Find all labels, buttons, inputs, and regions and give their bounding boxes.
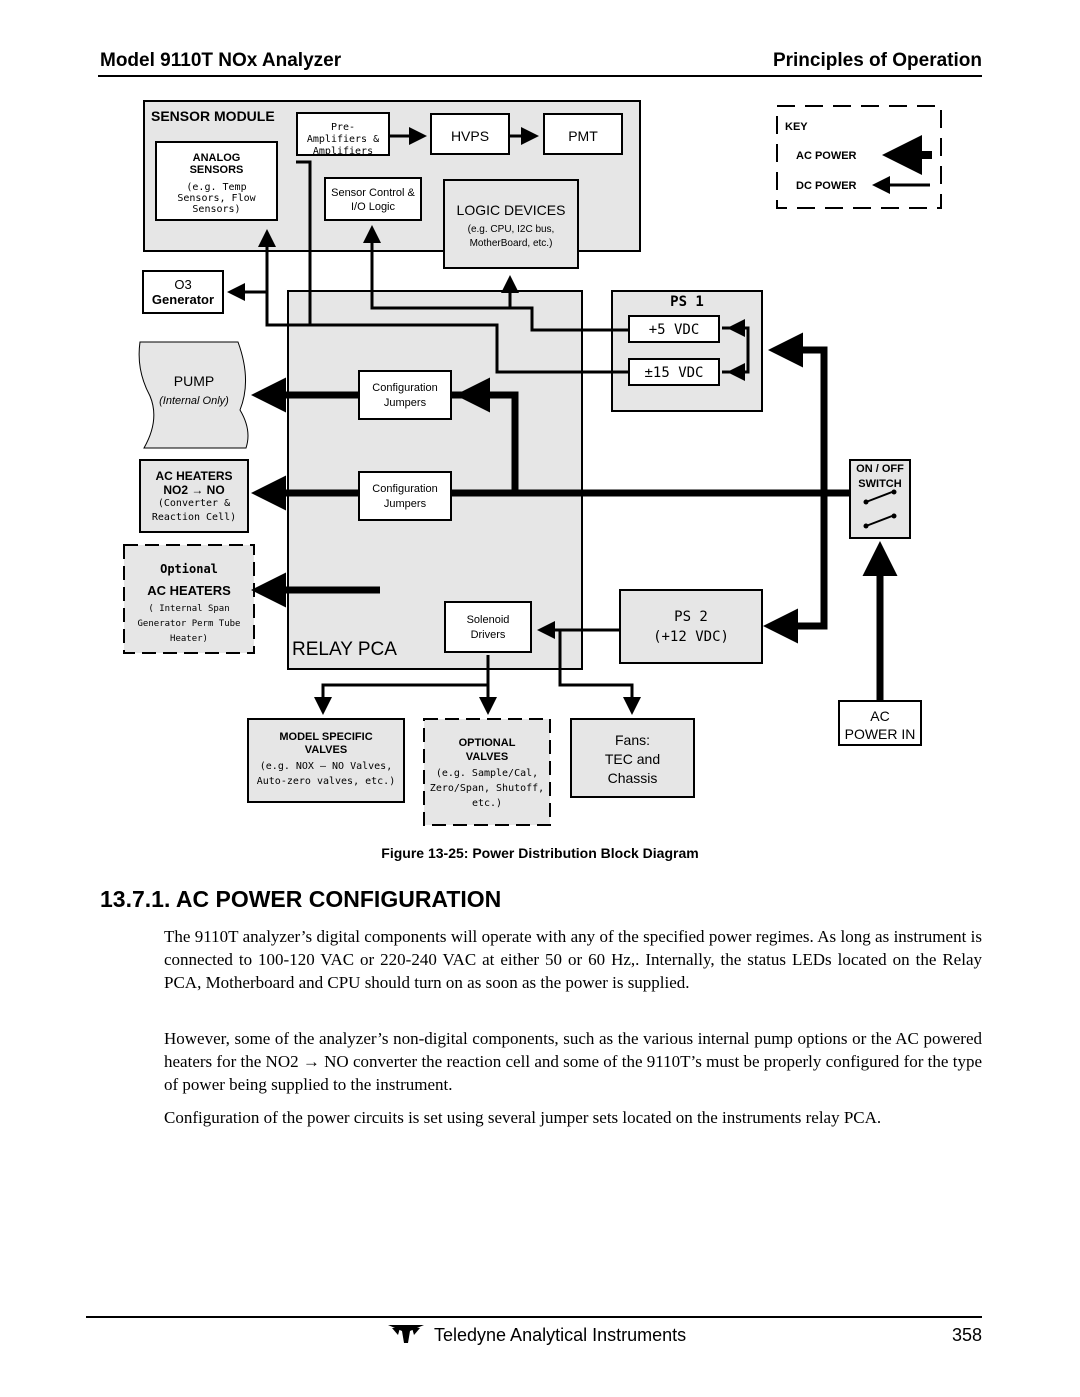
fans-text: Fans: TEC and Chassis — [571, 731, 694, 788]
generator-label: Generator — [151, 292, 215, 307]
document-title: Model 9110T NOx Analyzer — [100, 50, 342, 71]
logic-devices-note: (e.g. CPU, I2C bus, MotherBoard, etc.) — [467, 224, 555, 249]
section-heading: 13.7.1. AC POWER CONFIGURATION — [100, 886, 502, 912]
o3-label: O3 — [174, 277, 192, 292]
ps1-label: PS 1 — [670, 294, 704, 310]
fans-box — [570, 718, 695, 798]
ps2-label: PS 2 (+12 VDC) — [620, 607, 762, 647]
chapter-title: Principles of Operation — [772, 50, 982, 71]
key-box — [776, 105, 942, 209]
analog-sensors-note: (e.g. Temp Sensors, Flow Sensors) — [177, 182, 256, 215]
relay-pca-label: RELAY PCA — [292, 639, 397, 660]
ac-heaters-sub: NO2 → NO — [163, 483, 225, 497]
15vdc-box: ±15 VDC — [628, 358, 720, 386]
page-number: 358 — [951, 1325, 982, 1345]
footer-company: Teledyne Analytical Instruments — [434, 1325, 687, 1345]
on-off-label: ON / OFF SWITCH — [856, 463, 904, 490]
optional-heaters-title-2: AC HEATERS — [147, 583, 231, 598]
key-dc-power: DC POWER — [796, 180, 857, 192]
ps2-box — [619, 589, 763, 664]
pump-note: (Internal Only) — [159, 395, 229, 407]
ac-heaters-title: AC HEATERS — [155, 469, 233, 483]
ac-heaters-note: (Converter & Reaction Cell) — [151, 498, 237, 523]
ac-power-in-box: AC POWER IN — [838, 700, 922, 746]
figure-caption: Figure 13-25: Power Distribution Block D… — [381, 845, 699, 861]
logic-devices-box — [443, 179, 579, 269]
config-jumpers-1: Configuration Jumpers — [358, 370, 452, 420]
optional-valves-text: OPTIONAL VALVES (e.g. Sample/Cal, Zero/S… — [426, 736, 548, 811]
pump-shape — [138, 341, 249, 449]
ac-heaters-box: AC HEATERS NO2 → NO (Converter & Reactio… — [139, 459, 249, 533]
optional-valves-title: OPTIONAL VALVES — [458, 737, 516, 763]
config-jumpers-2: Configuration Jumpers — [358, 471, 452, 521]
sensor-module-label: SENSOR MODULE — [151, 108, 275, 124]
5vdc-box: +5 VDC — [628, 315, 720, 343]
optional-heaters-note: ( Internal Span Generator Perm Tube Heat… — [137, 604, 241, 644]
model-valves-title: MODEL SPECIFIC VALVES — [279, 731, 373, 756]
pmt-box: PMT — [543, 113, 623, 155]
ps2-title: PS 2 — [674, 609, 708, 625]
analog-sensors-box: ANALOG SENSORS (e.g. Temp Sensors, Flow … — [155, 141, 278, 221]
footer-rule — [86, 1316, 982, 1318]
fans-line-2: TEC and — [604, 751, 661, 767]
preamps-box: Pre-Amplifiers & Amplifiers — [296, 112, 390, 157]
teledyne-logo-icon — [388, 1325, 424, 1343]
power-in-label: POWER IN — [844, 726, 916, 742]
ac-label: AC — [870, 708, 890, 724]
key-ac-power: AC POWER — [796, 150, 857, 162]
model-valves-note: (e.g. NOX – NO Valves, Auto-zero valves,… — [256, 761, 396, 787]
paragraph-2: However, some of the analyzer’s non-digi… — [164, 1029, 982, 1094]
fans-line-1: Fans: — [614, 732, 650, 748]
analog-sensors-title: ANALOG SENSORS — [189, 152, 244, 176]
sensor-control-box: Sensor Control & I/O Logic — [324, 177, 422, 221]
ps1-box — [611, 290, 763, 412]
paragraph-3: Configuration of the power circuits is s… — [164, 1108, 882, 1127]
model-valves-text: MODEL SPECIFIC VALVES (e.g. NOX – NO Val… — [250, 731, 402, 789]
key-title: KEY — [785, 121, 808, 133]
optional-valves-note: (e.g. Sample/Cal, Zero/Span, Shutoff, et… — [429, 768, 545, 809]
model-valves-box — [247, 718, 405, 803]
o3-generator-box: O3 Generator — [142, 270, 224, 314]
optional-heaters-title-1: Optional — [160, 562, 218, 576]
optional-valves-box — [423, 718, 551, 826]
header-rule — [98, 75, 982, 77]
logic-devices-label: LOGIC DEVICES — [456, 202, 566, 218]
optional-heaters-box — [123, 544, 255, 654]
pump-label: PUMP — [173, 373, 215, 389]
solenoid-drivers-box: Solenoid Drivers — [444, 601, 532, 653]
on-off-switch-box — [849, 459, 911, 539]
fans-line-3: Chassis — [607, 770, 658, 786]
hvps-box: HVPS — [430, 113, 510, 155]
paragraph-1: The 9110T analyzer’s digital components … — [164, 927, 982, 992]
ps2-voltage: (+12 VDC) — [653, 629, 729, 645]
